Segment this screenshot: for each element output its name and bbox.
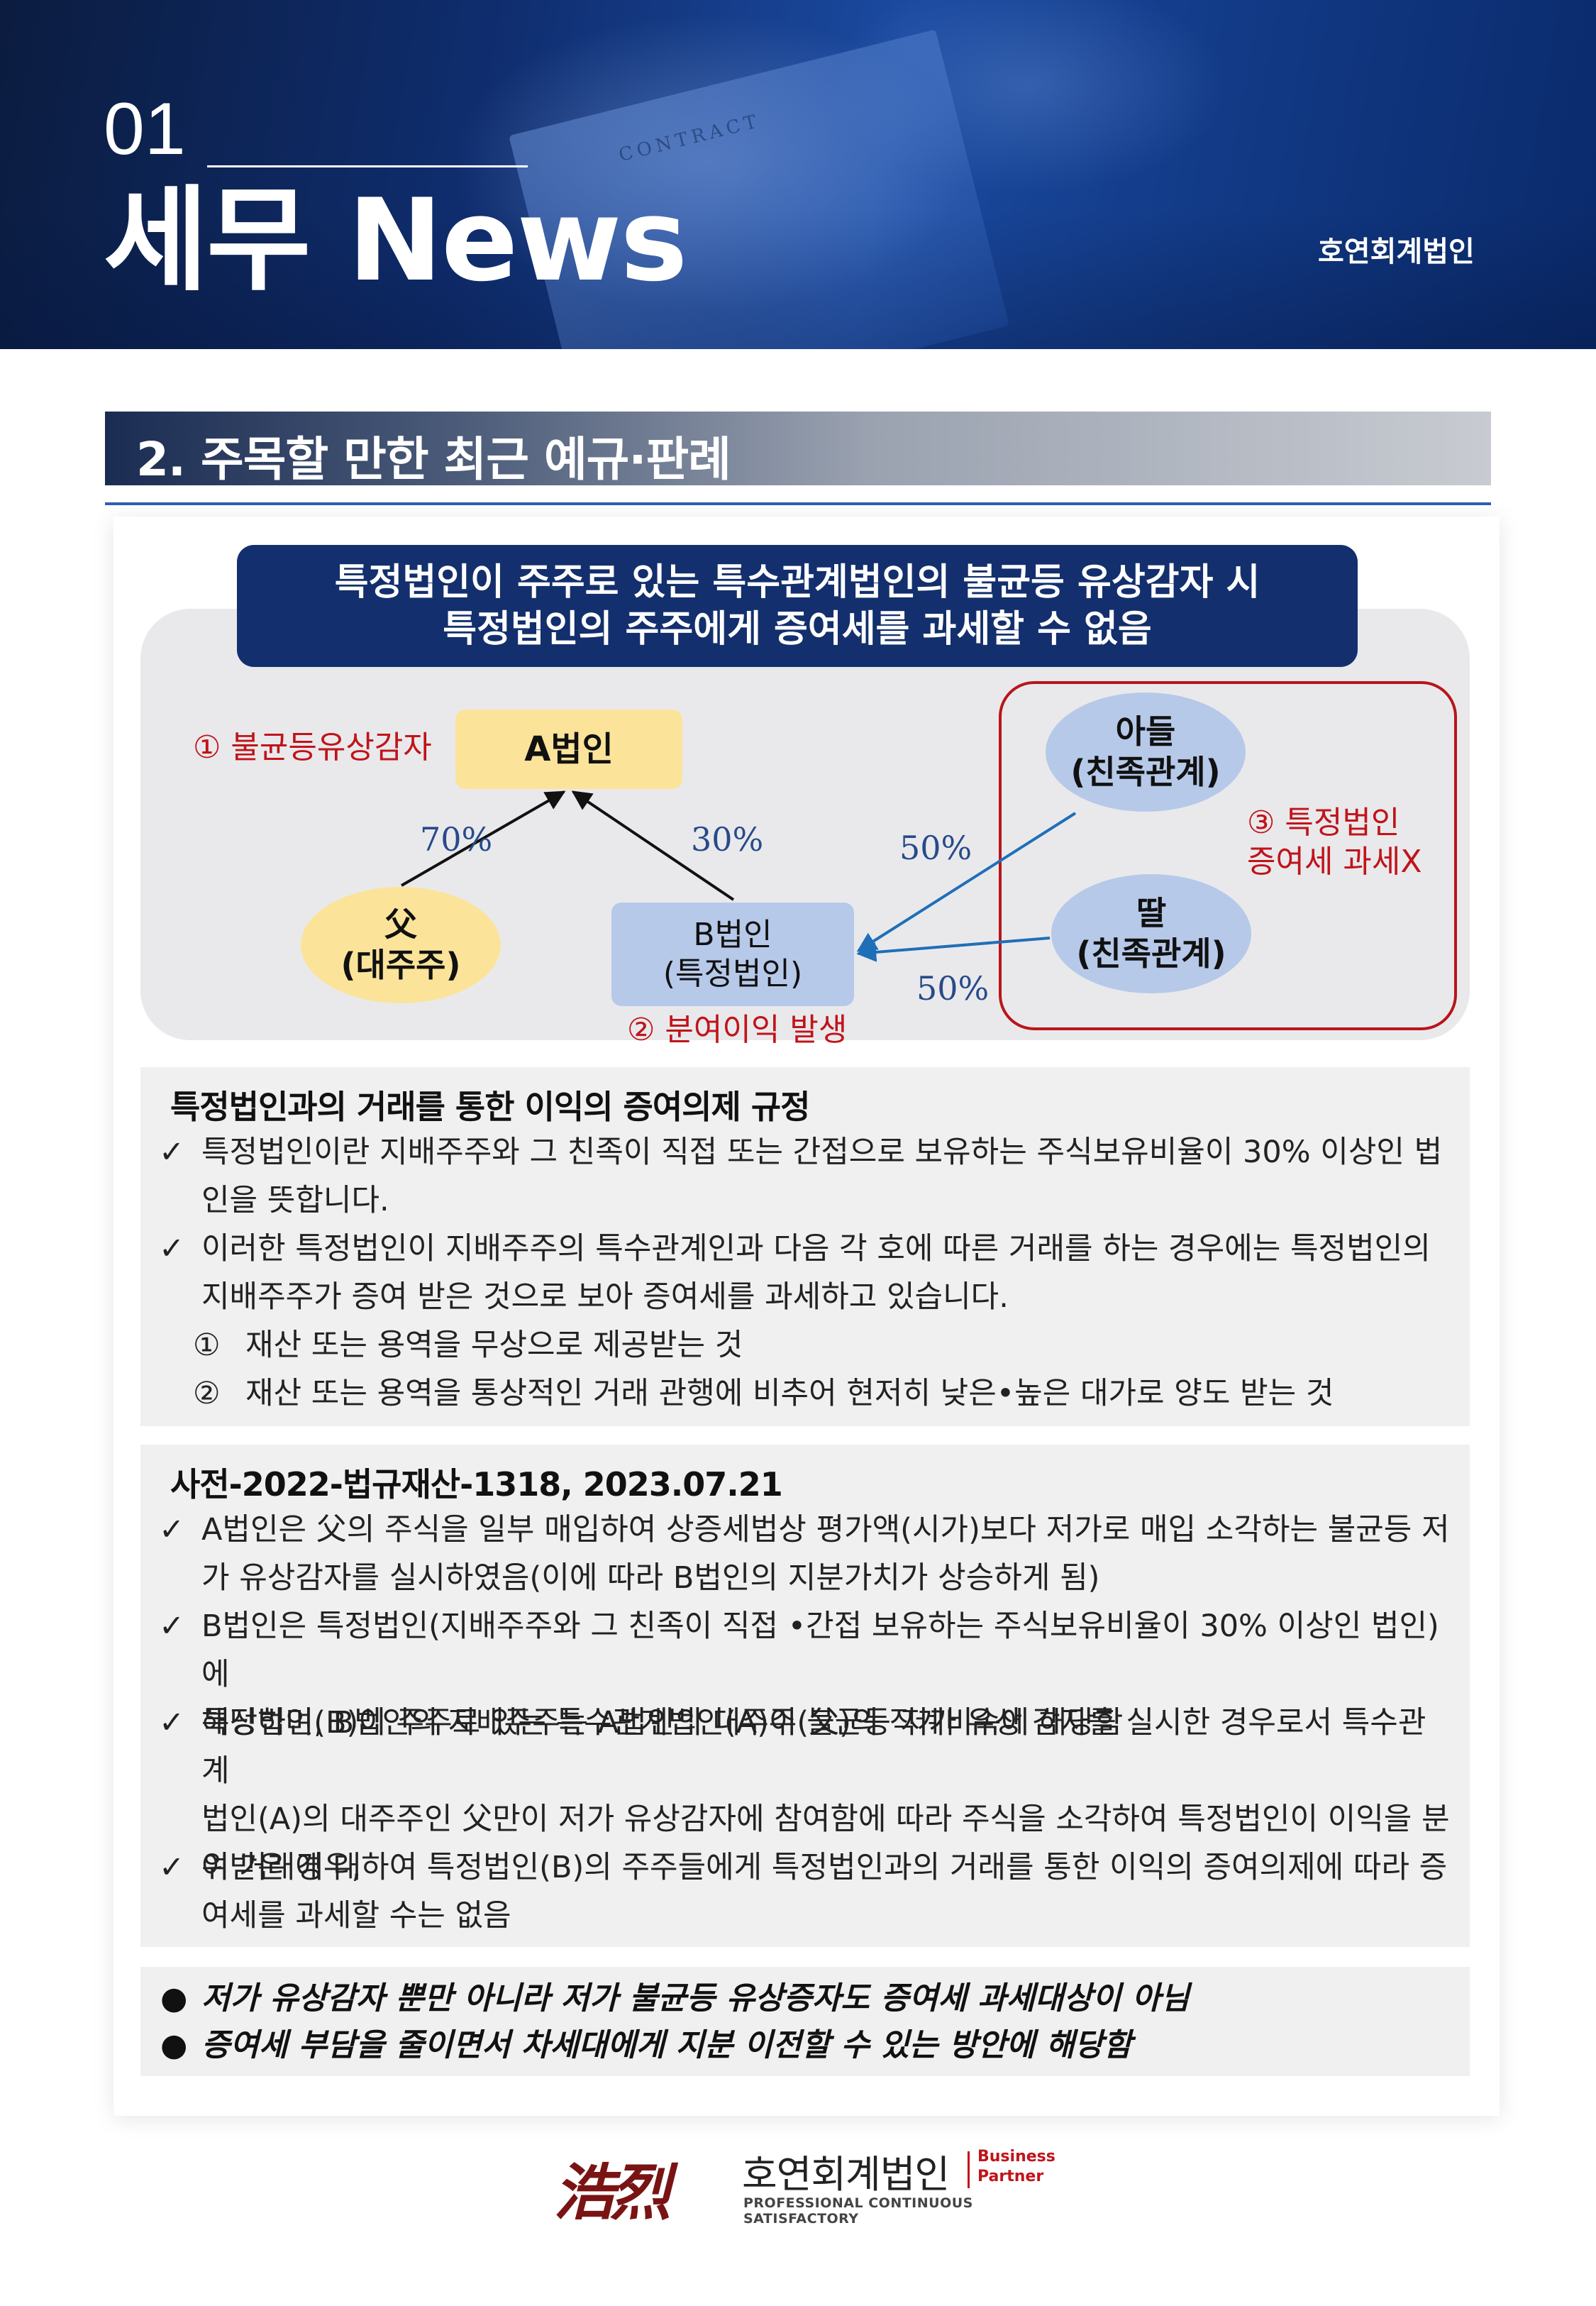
footer-divider xyxy=(968,2151,970,2188)
issue-number: 01 xyxy=(104,88,186,170)
list-item-line: 가 유상감자를 실시하였음(이에 따라 B법인의 지분가치가 상승하게 됨) xyxy=(201,1560,1100,1596)
header-rule xyxy=(207,165,528,167)
list-item-line: 법인(A)의 대주주인 父만이 저가 유상감자에 참여함에 따라 주식을 소각하… xyxy=(201,1802,1450,1837)
list-item-line: 이러한 특정법인이 지배주주의 특수관계인과 다음 각 호에 따른 거래를 하는… xyxy=(201,1231,1431,1267)
diagram-title-line1: 특정법인이 주주로 있는 특수관계법인의 불균등 유상감자 시 xyxy=(334,561,1260,604)
list-item-line: 위 거래에 대하여 특정법인(B)의 주주들에게 특정법인과의 거래를 통한 이… xyxy=(201,1850,1448,1885)
number-marker: ① xyxy=(193,1328,221,1363)
calligraphy-seal: 浩烈 xyxy=(553,2157,671,2229)
panel-ruling-title: 사전-2022-법규재산-1318, 2023.07.21 xyxy=(170,1465,783,1504)
check-icon: ✓ xyxy=(159,1850,185,1885)
footer-firm-name: 호연회계법인 xyxy=(742,2152,950,2197)
node-father-line1: 父 xyxy=(384,905,417,944)
footer-tagline: PROFESSIONAL CONTINUOUS SATISFACTORY xyxy=(743,2195,973,2227)
node-b-corp: B법인 (특정법인) xyxy=(611,903,854,1006)
node-daughter-line1: 딸 xyxy=(1136,893,1167,932)
label-profit-distribution: ② 분여이익 발생 xyxy=(627,1012,848,1048)
numbered-item: ① 재산 또는 용역을 무상으로 제공받는 것 xyxy=(193,1321,1441,1369)
check-icon: ✓ xyxy=(159,1231,185,1267)
section-heading: 2. 주목할 만한 최근 예규·판례 xyxy=(105,412,1491,487)
node-father: 父 (대주주) xyxy=(301,887,501,1003)
list-item-line: B법인은 특정법인(지배주주와 그 친족이 직접 •간접 보유하는 주식보유비율… xyxy=(201,1609,1439,1692)
numbered-item-text: 재산 또는 용역을 통상적인 거래 관행에 비추어 현저히 낮은•높은 대가로 … xyxy=(245,1376,1334,1411)
pct-daughter: 50% xyxy=(916,969,990,1008)
number-marker: ② xyxy=(193,1376,221,1411)
label-no-gift-tax-line1: ③ 특정법인 xyxy=(1247,805,1400,841)
list-item: ✓ 이러한 특정법인이 지배주주의 특수관계인과 다음 각 호에 따른 거래를 … xyxy=(159,1225,1450,1321)
list-item: ✓ 특정법인(B)이 주주로 있는 특수관계법인(A)이 불균등 저가 유상 감… xyxy=(159,1699,1450,1892)
list-item: ✓ 특정법인이란 지배주주와 그 친족이 직접 또는 간접으로 보유하는 주식보… xyxy=(159,1128,1450,1225)
node-son-line2: (친족관계) xyxy=(1070,753,1221,791)
summary-bullet: ● 증여세 부담을 줄이면서 차세대에게 지분 이전할 수 있는 방안에 해당함 xyxy=(159,2022,1450,2069)
summary-bullet-text: 증여세 부담을 줄이면서 차세대에게 지분 이전할 수 있는 방안에 해당함 xyxy=(201,2027,1132,2063)
footer-business-partner: Business Partner xyxy=(977,2147,1055,2187)
panel-summary: ● 저가 유상감자 뿐만 아니라 저가 불균등 유상증자도 증여세 과세대상이 … xyxy=(140,1967,1470,2076)
banner-shade xyxy=(0,0,1596,349)
check-icon: ✓ xyxy=(159,1705,185,1740)
numbered-item-text: 재산 또는 용역을 무상으로 제공받는 것 xyxy=(245,1328,743,1363)
list-item-line: 여받은 경우, xyxy=(201,1850,362,1885)
list-item: ✓ A법인은 父의 주식을 일부 매입하여 상증세법상 평가액(시가)보다 저가… xyxy=(159,1506,1450,1602)
section-divider xyxy=(105,502,1491,505)
node-a-label: A법인 xyxy=(524,729,614,769)
panel-regulation-title: 특정법인과의 거래를 통한 이익의 증여의제 규정 xyxy=(170,1088,810,1126)
list-item-line: 해당하며, B법인의 지배주주는 A법인의 대주주(父)의 직계비속에 해당함 xyxy=(201,1705,1124,1740)
diagram-title-box: 특정법인이 주주로 있는 특수관계법인의 불균등 유상감자 시 특정법인의 주주… xyxy=(237,545,1358,667)
label-no-gift-tax-line2: 증여세 과세X xyxy=(1247,844,1422,880)
summary-bullet-text: 저가 유상감자 뿐만 아니라 저가 불균등 유상증자도 증여세 과세대상이 아님 xyxy=(201,1980,1190,2017)
list-item-line: 인을 뜻합니다. xyxy=(201,1183,389,1218)
list-item-line: A법인은 父의 주식을 일부 매입하여 상증세법상 평가액(시가)보다 저가로 … xyxy=(201,1512,1450,1548)
numbered-item: ② 재산 또는 용역을 통상적인 거래 관행에 비추어 현저히 낮은•높은 대가… xyxy=(193,1369,1441,1418)
list-item-line: 여세를 과세할 수는 없음 xyxy=(201,1898,511,1933)
node-son-line1: 아들 xyxy=(1115,712,1176,751)
node-b-line2: (특정법인) xyxy=(663,956,803,992)
pct-son: 50% xyxy=(899,829,972,867)
list-item: ✓ B법인은 특정법인(지배주주와 그 친족이 직접 •간접 보유하는 주식보유… xyxy=(159,1602,1450,1747)
check-icon: ✓ xyxy=(159,1135,185,1170)
footer-bp-line1: Business xyxy=(977,2148,1055,2166)
bullet-icon: ● xyxy=(160,1980,188,2017)
list-item-line: 지배주주가 증여 받은 것으로 보아 증여세를 과세하고 있습니다. xyxy=(201,1279,1009,1315)
node-b-line1: B법인 xyxy=(693,917,772,953)
node-son: 아들 (친족관계) xyxy=(1046,693,1246,812)
node-father-line2: (대주주) xyxy=(340,946,461,984)
summary-bullet: ● 저가 유상감자 뿐만 아니라 저가 불균등 유상증자도 증여세 과세대상이 … xyxy=(159,1975,1450,2022)
node-daughter-line2: (친족관계) xyxy=(1076,934,1226,973)
section-heading-text: 2. 주목할 만한 최근 예규·판례 xyxy=(136,432,731,487)
pct-father: 70% xyxy=(420,820,493,859)
footer-logo: 浩烈 호연회계법인 Business Partner PROFESSIONAL … xyxy=(553,2131,1064,2229)
bullet-icon: ● xyxy=(160,2027,188,2063)
list-item: ✓ 위 거래에 대하여 특정법인(B)의 주주들에게 특정법인과의 거래를 통한… xyxy=(159,1843,1450,1940)
label-no-gift-tax: ③ 특정법인 증여세 과세X xyxy=(1247,803,1422,881)
panel-ruling: 사전-2022-법규재산-1318, 2023.07.21 ✓ A법인은 父의 … xyxy=(140,1445,1470,1947)
check-icon: ✓ xyxy=(159,1609,185,1644)
header-firm-name: 호연회계법인 xyxy=(1318,236,1475,268)
panel-regulation: 특정법인과의 거래를 통한 이익의 증여의제 규정 ✓ 특정법인이란 지배주주와… xyxy=(140,1067,1470,1426)
pct-b: 30% xyxy=(691,820,764,859)
check-icon: ✓ xyxy=(159,1512,185,1548)
diagram-title-line2: 특정법인의 주주에게 증여세를 과세할 수 없음 xyxy=(443,608,1152,651)
node-daughter: 딸 (친족관계) xyxy=(1051,874,1251,993)
list-item-line: 특정법인(B)이 주주로 있는 특수관계법인(A)이 불균등 저가 유상 감자를… xyxy=(201,1705,1426,1789)
list-item-line: 특정법인이란 지배주주와 그 친족이 직접 또는 간접으로 보유하는 주식보유비… xyxy=(201,1135,1443,1170)
page-title: 세무 News xyxy=(104,174,688,307)
node-a-corp: A법인 xyxy=(455,710,682,789)
label-unequal-capital-reduction: ① 불균등유상감자 xyxy=(193,729,432,766)
header-banner: CONTRACT 01 세무 News 호연회계법인 xyxy=(0,0,1596,349)
footer-bp-line2: Partner xyxy=(977,2168,1044,2185)
